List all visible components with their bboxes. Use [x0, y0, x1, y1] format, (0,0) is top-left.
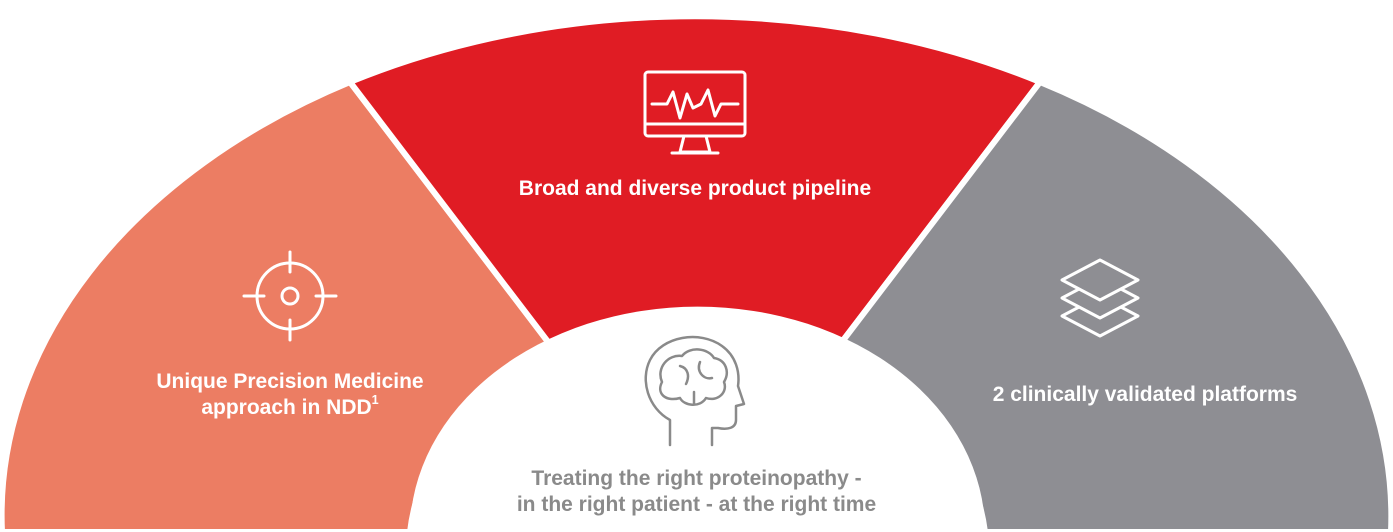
target-crosshair-icon [242, 250, 338, 342]
right-segment-label: 2 clinically validated platforms [992, 383, 1298, 406]
footnote-marker: 1 [371, 393, 379, 408]
left-label-line2: approach in NDD1 [80, 393, 500, 421]
left-label-line2-text: approach in NDD [201, 396, 372, 420]
center-label-line2: in the right patient - at the right time [516, 493, 877, 517]
top-segment-label: Broad and diverse product pipeline [518, 177, 872, 200]
left-label-line1: Unique Precision Medicine [156, 370, 424, 393]
center-label-line1: Treating the right proteinopathy - [531, 467, 862, 490]
left-segment-label: Unique Precision Medicine approach in ND… [80, 369, 500, 422]
monitor-heartbeat-icon [643, 70, 747, 155]
head-brain-icon [644, 335, 746, 447]
layers-stack-icon [1060, 258, 1140, 338]
center-semicircle [410, 306, 985, 532]
center-label: Treating the right proteinopathy - in th… [440, 466, 953, 519]
